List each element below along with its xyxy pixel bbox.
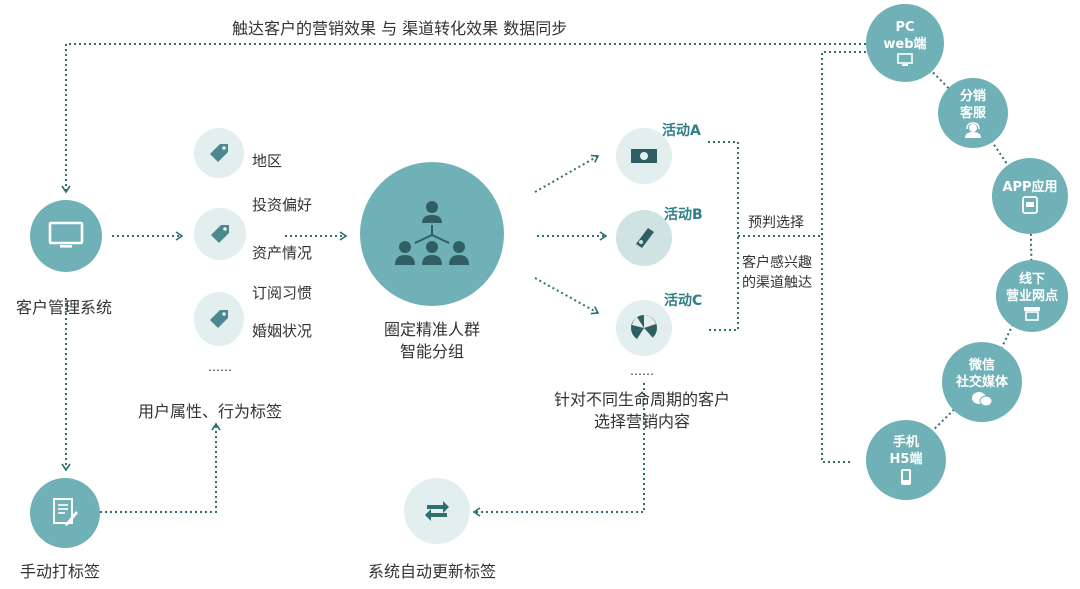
grouping-node[interactable] — [360, 162, 504, 306]
channel-distribution-service[interactable]: 分销 客服 — [938, 78, 1008, 148]
predict-label: 预判选择 — [748, 215, 804, 231]
people-group-icon — [395, 201, 469, 265]
crm-node[interactable] — [30, 200, 102, 272]
price-tag-icon — [211, 225, 229, 243]
auto-update-node[interactable] — [404, 478, 470, 544]
price-tag-icon — [210, 144, 228, 162]
desktop-icon — [897, 53, 913, 66]
channel-wechat-social[interactable]: 微信 社交媒体 — [942, 342, 1022, 422]
roulette-icon — [631, 315, 657, 342]
channel-line2: web端 — [883, 37, 927, 52]
channel-line1: APP应用 — [1002, 179, 1058, 195]
activities-caption-line2: 选择营销内容 — [593, 412, 690, 431]
channel-line1: 分销 — [959, 89, 986, 104]
app-phone-icon — [1022, 195, 1038, 214]
storefront-icon — [1024, 307, 1040, 321]
money-bill-icon — [631, 149, 657, 163]
activities-ellipsis: …… — [630, 364, 654, 378]
channel-line1: PC — [895, 20, 915, 35]
reach-line2: 的渠道触达 — [742, 275, 812, 291]
channel-line1: 微信 — [968, 358, 995, 373]
channel-app[interactable]: APP应用 — [992, 158, 1068, 234]
ticket-icon — [636, 228, 654, 248]
auto-update-label: 系统自动更新标签 — [368, 562, 497, 581]
channel-line2: 营业网点 — [1005, 289, 1058, 304]
channel-offline-branch[interactable]: 线下 营业网点 — [996, 260, 1068, 332]
headset-agent-icon — [965, 122, 981, 138]
activity-b-node[interactable] — [616, 210, 672, 266]
wechat-icon — [972, 392, 993, 407]
monitor-icon — [48, 221, 84, 248]
grouping-line2: 智能分组 — [399, 342, 464, 361]
activity-b-label: 活动B — [664, 207, 703, 223]
grouping-line1: 圈定精准人群 — [383, 320, 480, 339]
activity-a-label: 活动A — [662, 123, 701, 139]
refresh-arrows-icon — [425, 501, 449, 521]
tag-item: 婚姻状况 — [252, 322, 313, 340]
crm-label: 客户管理系统 — [16, 298, 113, 317]
activities-caption-line1: 针对不同生命周期的客户 — [553, 390, 730, 409]
activity-c-node[interactable] — [616, 300, 672, 356]
tag-item: 地区 — [252, 152, 283, 170]
channel-pc-web[interactable]: PC web端 — [866, 4, 944, 82]
manual-tag-label: 手动打标签 — [20, 562, 101, 581]
tag-investment-node[interactable] — [194, 208, 246, 260]
tag-item: 订阅习惯 — [252, 284, 313, 302]
channel-line2: 客服 — [959, 106, 986, 121]
tag-habit-node[interactable] — [194, 292, 244, 346]
manual-tag-node[interactable] — [30, 478, 100, 548]
tags-ellipsis: …… — [208, 360, 232, 374]
channel-line2: 社交媒体 — [955, 375, 1008, 390]
tag-item: 资产情况 — [252, 244, 313, 262]
price-tag-icon — [210, 310, 228, 328]
tags-caption: 用户属性、行为标签 — [138, 402, 283, 421]
channel-line1: 线下 — [1018, 272, 1045, 287]
mobile-phone-icon — [901, 469, 911, 485]
sync-caption: 触达客户的营销效果 与 渠道转化效果 数据同步 — [232, 19, 568, 38]
channel-mobile-h5[interactable]: 手机 H5端 — [866, 420, 946, 500]
channel-line1: 手机 — [892, 435, 919, 450]
reach-line1: 客户感兴趣 — [742, 255, 812, 271]
tag-item: 投资偏好 — [252, 196, 313, 214]
tag-region-node[interactable] — [194, 128, 244, 178]
activity-c-label: 活动C — [664, 293, 703, 309]
activity-a-node[interactable] — [616, 128, 672, 184]
channel-line2: H5端 — [889, 452, 923, 467]
document-edit-icon — [53, 498, 78, 526]
